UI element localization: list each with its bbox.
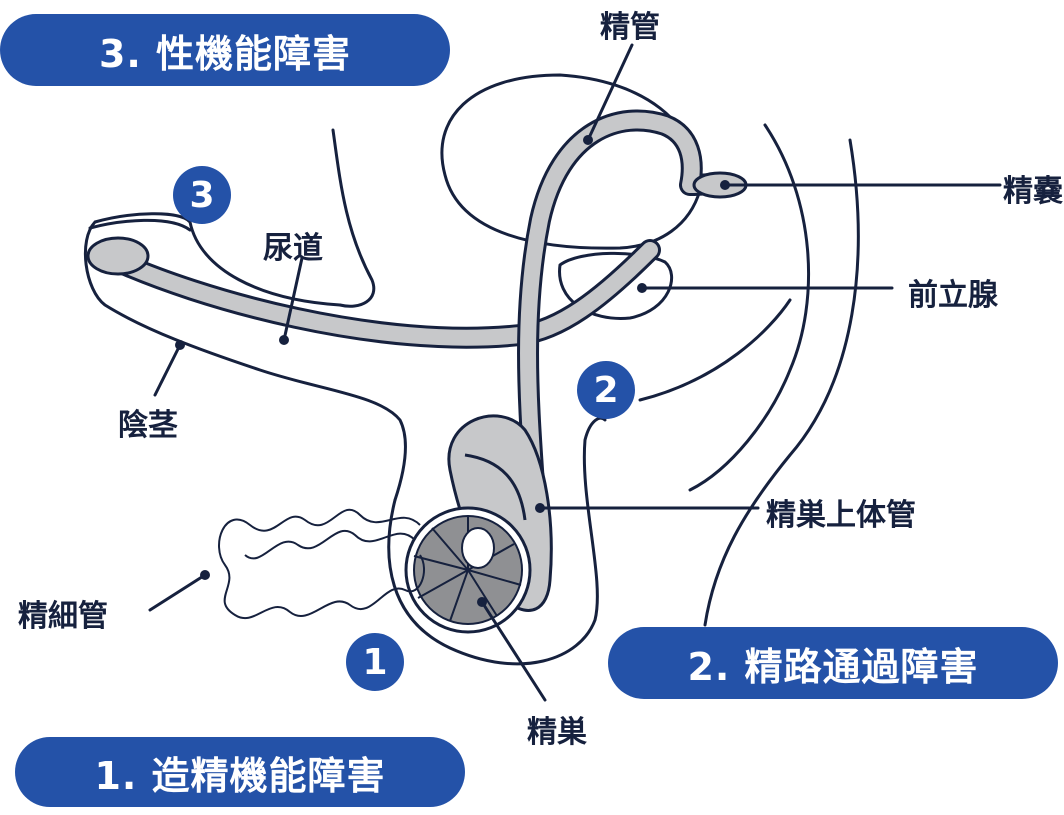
label-prostate: 前立腺 [908,278,998,313]
badge-two-text: 2 [593,369,619,411]
label-urethra: 尿道 [263,231,323,266]
testis-cross-section [404,506,532,634]
bladder-outline [440,73,702,250]
glans-tip [86,236,150,276]
header-production-disorder: 1. 造精機能障害 [15,737,465,807]
leader-urethra [282,256,304,342]
header-passage-obstruction: 2. 精路通過障害 [608,627,1058,699]
epididymis-inner-line [464,453,527,521]
leader-penis [153,343,182,397]
badge-three: 3 [173,166,231,224]
lower-abdomen-outline [638,298,792,402]
body-outline [703,138,860,627]
vas-deferens-duct [520,112,733,508]
penis-outline [83,212,407,502]
seminiferous-tubule-squiggle [218,508,425,620]
seminiferous-tubule-squiggle-2 [244,529,416,560]
abdomen-front-outline [331,128,376,308]
header-sexual-dysfunction: 3. 性機能障害 [0,14,450,86]
scrotum-outline [387,416,607,666]
badge-two: 2 [577,361,635,419]
label-seminiferous-tubules: 精細管 [18,599,108,634]
label-epididymis: 精巣上体管 [766,498,916,533]
leader-vas-deferens [586,43,634,142]
label-penis: 陰茎 [118,408,178,443]
back-outline [688,123,811,492]
leader-seminiferous-tubules [148,573,207,612]
badge-one: 1 [346,633,404,691]
label-seminal-vesicle: 精嚢 [1003,174,1063,209]
header-production-disorder-text: 1. 造精機能障害 [94,753,386,798]
label-vas-deferens: 精管 [600,10,660,45]
header-passage-obstruction-text: 2. 精路通過障害 [687,644,979,689]
label-testis: 精巣 [527,715,587,750]
badge-one-text: 1 [362,641,388,683]
glans-outline [88,218,192,232]
badge-three-text: 3 [189,174,215,216]
leader-testis [480,600,547,702]
header-sexual-dysfunction-text: 3. 性機能障害 [98,31,352,76]
urethra-duct [102,242,658,346]
